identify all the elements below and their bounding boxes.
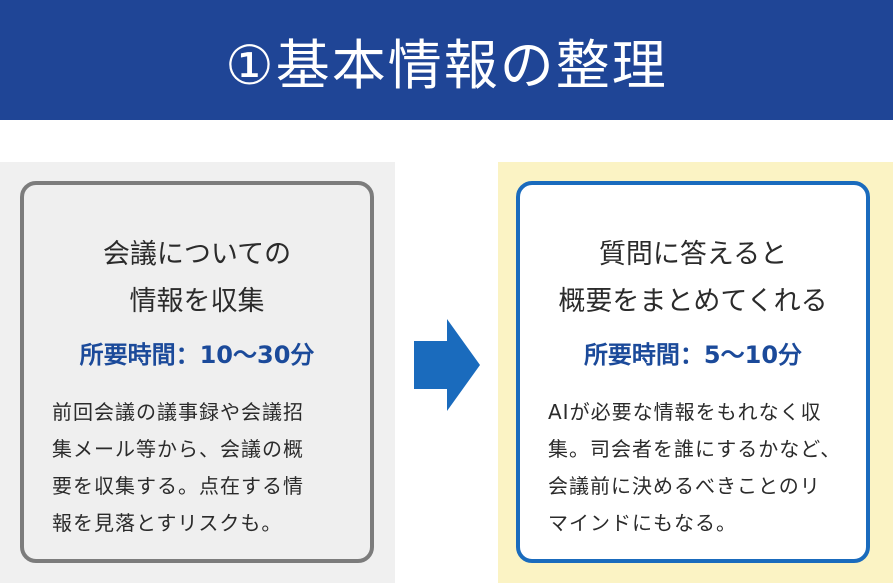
after-card: 質問に答えると 概要をまとめてくれる 所要時間：5〜10分 AIが必要な情報をも… [516, 181, 870, 563]
before-card-time: 所要時間：10〜30分 [79, 341, 315, 369]
page-title: ①基本情報の整理 [225, 33, 668, 97]
after-card-title-line1: 質問に答えると [598, 239, 788, 270]
before-card-title-line2: 情報を収集 [129, 286, 265, 317]
right-arrow-icon [414, 319, 480, 411]
before-card-body: 前回会議の議事録や会議招 集メール等から、会議の概 要を収集する。点在する情 報… [52, 400, 304, 535]
before-card: 会議についての 情報を収集 所要時間：10〜30分 前回会議の議事録や会議招 集… [20, 181, 374, 563]
right-arrow-shape [414, 319, 480, 411]
after-card-title-line2: 概要をまとめてくれる [558, 286, 828, 317]
header-banner: ①基本情報の整理 [0, 0, 893, 120]
after-card-time: 所要時間：5〜10分 [583, 341, 803, 369]
before-card-title: 会議についての 情報を収集 [24, 231, 370, 325]
after-card-body: AIが必要な情報をもれなく収 集。司会者を誰にするかなど、 会議前に決めるべきこ… [548, 400, 842, 535]
before-card-title-line1: 会議についての [102, 239, 292, 270]
after-card-title: 質問に答えると 概要をまとめてくれる [520, 231, 866, 325]
